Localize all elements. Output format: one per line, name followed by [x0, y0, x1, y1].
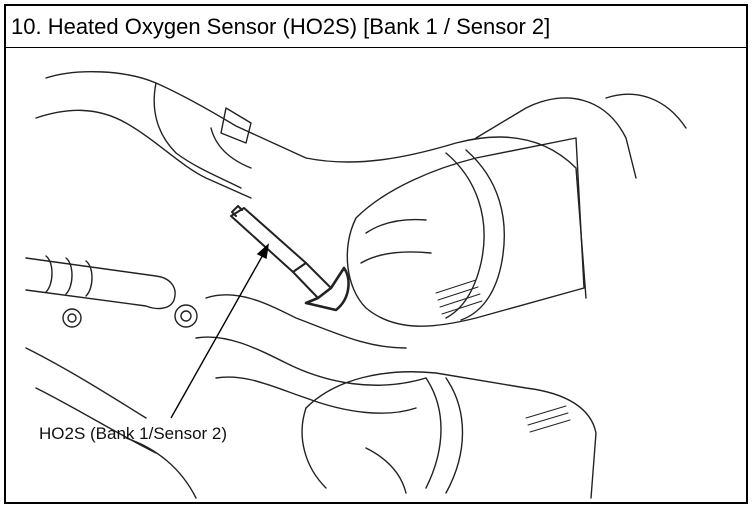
exhaust-pipe — [205, 294, 407, 349]
heat-shield-mesh — [435, 279, 483, 315]
figure-frame: 10. Heated Oxygen Sensor (HO2S) [Bank 1 … — [4, 4, 748, 504]
bolt — [174, 304, 198, 328]
catalytic-converter — [346, 137, 585, 327]
ho2s-sensor — [230, 205, 350, 312]
lower-converter — [305, 371, 597, 499]
sensor-callout-label: HO2S (Bank 1/Sensor 2) — [39, 424, 228, 443]
page-title: 10. Heated Oxygen Sensor (HO2S) [Bank 1 … — [11, 14, 551, 39]
title-bar: 10. Heated Oxygen Sensor (HO2S) [Bank 1 … — [6, 6, 746, 48]
hose — [25, 257, 176, 310]
engine-casting — [45, 71, 587, 299]
engine-illustration — [25, 71, 687, 499]
leader-arrow — [170, 243, 269, 419]
bolt — [62, 308, 82, 328]
